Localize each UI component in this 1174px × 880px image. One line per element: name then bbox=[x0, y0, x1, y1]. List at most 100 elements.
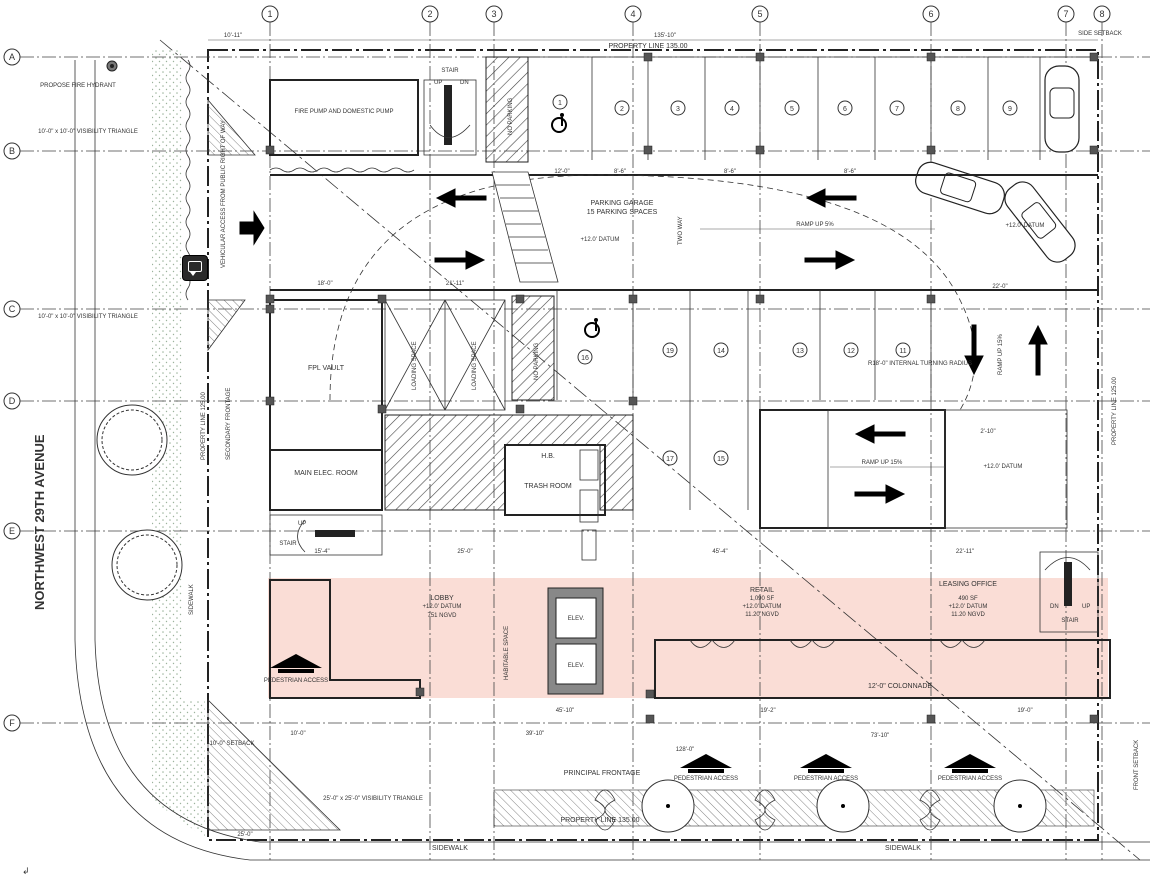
dim-19-2: 19'-2" bbox=[760, 708, 775, 714]
lobby-ngvd: 751 NGVD bbox=[427, 613, 457, 619]
grid-bubbles-columns: 1 2 3 4 5 6 7 8 bbox=[261, 5, 1111, 23]
pedestrian-access-label-3: PEDESTRIAN ACCESS bbox=[794, 776, 858, 782]
turning-radius-label: R18'-0" INTERNAL TURNING RADIUS bbox=[868, 361, 972, 367]
habitable-space-label: HABITABLE SPACE bbox=[504, 626, 510, 680]
pedestrian-access-label-1: PEDESTRIAN ACCESS bbox=[264, 678, 328, 684]
landscape-strip-left bbox=[152, 50, 182, 700]
stall-4: 4 bbox=[730, 106, 734, 113]
visibility-triangle-3 bbox=[207, 699, 341, 831]
elevator-label-1: ELEV. bbox=[568, 616, 585, 622]
car-angled-1 bbox=[915, 161, 1005, 215]
grid-col-6: 6 bbox=[928, 9, 933, 19]
pedestrian-access-label-4: PEDESTRIAN ACCESS bbox=[938, 776, 1002, 782]
stall-markers-middle: 16 19 14 13 12 11 bbox=[577, 342, 911, 365]
main-elec-room bbox=[269, 449, 383, 511]
parking-spaces-label: 15 PARKING SPACES bbox=[587, 209, 658, 216]
comment-glyph-tail bbox=[190, 272, 196, 276]
dim-128ft: 128'-0" bbox=[676, 747, 695, 753]
stair-left-up: UP bbox=[298, 521, 306, 527]
principal-frontage-label: PRINCIPAL FRONTAGE bbox=[564, 770, 641, 777]
grid-col-3: 3 bbox=[491, 9, 496, 19]
stall-17: 17 bbox=[666, 456, 674, 463]
leasing-office-label: LEASING OFFICE bbox=[939, 581, 997, 588]
car-top-right bbox=[1044, 65, 1080, 153]
dim-8-6-c: 8'-6" bbox=[844, 169, 856, 175]
wheelchair-icon bbox=[551, 113, 567, 133]
pedestrian-access-markers bbox=[270, 654, 996, 773]
secondary-frontage-label: SECONDARY FRONTAGE bbox=[226, 388, 232, 460]
stair-right bbox=[1039, 551, 1099, 633]
service-hatched-area bbox=[384, 414, 634, 511]
stair-top bbox=[423, 79, 477, 156]
parking-garage-label: PARKING GARAGE bbox=[591, 200, 654, 207]
main-elec-label: MAIN ELEC. ROOM bbox=[294, 470, 358, 477]
ramp-structure bbox=[759, 409, 946, 529]
wheelchair-icon-2 bbox=[584, 318, 600, 338]
street-name: NORTHWEST 29TH AVENUE bbox=[32, 434, 47, 610]
parking-row-middle bbox=[556, 290, 932, 400]
grid-row-e: E bbox=[9, 526, 15, 536]
two-way-label: TWO WAY bbox=[678, 216, 684, 245]
property-line-left: PROPERTY LINE 125.00 bbox=[201, 392, 207, 460]
stair-left bbox=[269, 514, 383, 556]
lobby-label: LOBBY bbox=[430, 595, 454, 602]
grid-row-b: B bbox=[9, 146, 15, 156]
dim-15-4: 15'-4" bbox=[314, 549, 329, 555]
leasing-datum: +12.0' DATUM bbox=[949, 604, 988, 610]
ramp-stripes bbox=[491, 171, 559, 283]
dim-22-11: 22'-11" bbox=[956, 549, 974, 555]
stair-top-label: STAIR bbox=[441, 68, 459, 74]
stall-6: 6 bbox=[843, 106, 847, 113]
retail-label: RETAIL bbox=[750, 587, 774, 594]
stall-marker-17 bbox=[662, 450, 678, 466]
no-parking-label-top: NO PARKING bbox=[508, 97, 514, 135]
datum-label-ramp: +12.0' DATUM bbox=[1006, 223, 1045, 229]
structural-columns bbox=[265, 52, 1099, 724]
diagonal-reference-line bbox=[159, 39, 1141, 861]
stair-top-dn: DN bbox=[460, 80, 469, 86]
loading-spaces bbox=[384, 299, 506, 411]
no-parking-zone-mid bbox=[511, 295, 555, 401]
loading-space-label-2: LOADING SPACE bbox=[472, 341, 478, 390]
comment-glyph bbox=[188, 261, 202, 272]
lobby-datum: +12.0' DATUM bbox=[423, 604, 462, 610]
dim-73-10: 73'-10" bbox=[871, 733, 890, 739]
speech-bubble-icon[interactable] bbox=[182, 255, 208, 281]
fire-pump-label: FIRE PUMP AND DOMESTIC PUMP bbox=[295, 109, 394, 115]
stall-1: 1 bbox=[558, 100, 562, 107]
stall-9: 9 bbox=[1008, 106, 1012, 113]
hose-bib-label: H.B. bbox=[541, 453, 555, 460]
fire-hydrant-label: PROPOSE FIRE HYDRANT bbox=[40, 83, 116, 89]
ramp-up-15-label-b: RAMP UP 15% bbox=[862, 460, 903, 466]
retail-datum: +12.0' DATUM bbox=[743, 604, 782, 610]
retail-area: 1,090 SF bbox=[750, 596, 775, 602]
colonnade-edge bbox=[654, 639, 1111, 699]
stall-7: 7 bbox=[895, 106, 899, 113]
elevator-core bbox=[547, 587, 604, 695]
property-boundary bbox=[207, 49, 1099, 841]
dim-19ft: 19'-0" bbox=[1017, 708, 1032, 714]
visibility-triangle-label-2: 10'-0" x 10'-0" VISIBILITY TRIANGLE bbox=[38, 314, 138, 320]
grid-col-1: 1 bbox=[267, 9, 272, 19]
grid-col-4: 4 bbox=[630, 9, 635, 19]
car-angled-2 bbox=[1004, 181, 1076, 263]
street-curb-inner bbox=[94, 60, 1150, 843]
street-curb bbox=[74, 60, 1150, 861]
parking-row-top bbox=[528, 56, 1098, 160]
leasing-area: 490 SF bbox=[958, 596, 978, 602]
trees-left bbox=[96, 404, 183, 601]
stall-2: 2 bbox=[620, 106, 624, 113]
stair-left-label: STAIR bbox=[279, 541, 297, 547]
sidewalk-left-label: SIDEWALK bbox=[189, 584, 195, 615]
front-setback-label: FRONT SETBACK bbox=[1134, 740, 1140, 790]
grid-row-d: D bbox=[9, 396, 16, 406]
pedestrian-access-label-2: PEDESTRIAN ACCESS bbox=[674, 776, 738, 782]
trash-room bbox=[504, 444, 606, 516]
setback-label: 10'-0" SETBACK bbox=[210, 741, 255, 747]
landscape-hedge-mid bbox=[269, 167, 415, 173]
fire-hydrant bbox=[106, 60, 118, 72]
dim-top-total: 135'-10" bbox=[654, 33, 676, 39]
stall-8: 8 bbox=[956, 106, 960, 113]
side-setback-label: SIDE SETBACK bbox=[1078, 31, 1122, 37]
